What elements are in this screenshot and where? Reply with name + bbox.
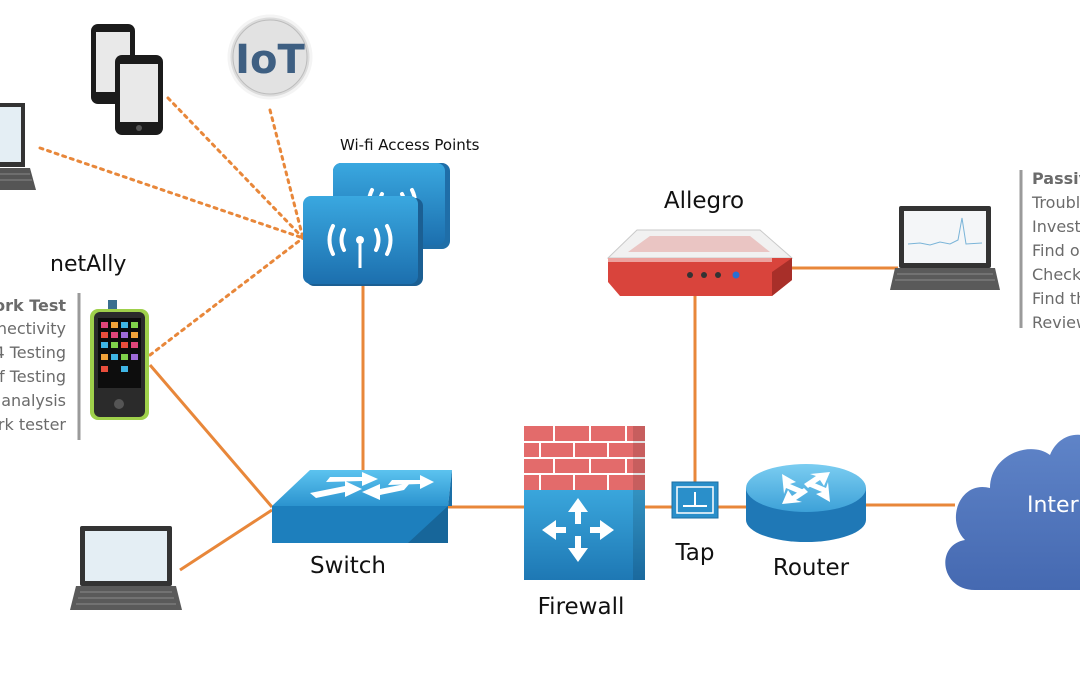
- left-panel-item: f Testing: [0, 367, 66, 386]
- wireless-link-iot: [268, 108, 305, 240]
- switch-icon: [272, 470, 452, 543]
- cloud-icon: [945, 434, 1080, 590]
- wireless-link-laptop: [38, 146, 305, 240]
- internet-label: Inter: [1027, 493, 1080, 518]
- laptop-icon: [0, 103, 36, 190]
- network-tester-icon: [90, 300, 149, 420]
- smartphone-icon: [115, 55, 163, 135]
- laptop-icon: [890, 206, 1000, 290]
- iot-label: IoT: [235, 37, 305, 83]
- access-point-icon: [303, 196, 423, 286]
- right-panel-title: Passiv: [1032, 169, 1080, 188]
- right-panel-item: Find th: [1032, 289, 1080, 308]
- allegro-appliance-icon: [606, 229, 794, 296]
- left-panel-item: 4 Testing: [0, 343, 66, 362]
- right-panel-item: Check: [1032, 265, 1080, 284]
- tap-icon: [671, 481, 719, 519]
- dotted-wireless-links: [38, 96, 305, 357]
- netally-label: netAlly: [50, 252, 126, 277]
- router-label: Router: [773, 555, 850, 581]
- wireless-link-phones: [166, 96, 305, 240]
- allegro-label: Allegro: [664, 188, 744, 214]
- right-panel-item: Find o: [1032, 241, 1080, 260]
- wifi-access-points-label: Wi-fi Access Points: [340, 136, 480, 154]
- right-panel-item: Review: [1032, 313, 1080, 332]
- left-panel-item: rk tester: [0, 415, 66, 434]
- link-netally-switch: [148, 364, 274, 508]
- wired-links: [148, 266, 955, 572]
- iot-icon: IoT: [227, 14, 313, 100]
- firewall-icon: [524, 426, 645, 580]
- tap-label: Tap: [675, 540, 715, 566]
- right-panel-item: Troubl: [1031, 193, 1080, 212]
- right-panel-item: Invest: [1032, 217, 1080, 236]
- left-panel-title: work Test: [0, 296, 66, 315]
- left-panel-item: analysis: [1, 391, 66, 410]
- link-laptop-switch: [179, 508, 273, 572]
- switch-label: Switch: [310, 553, 386, 579]
- wireless-link-netally: [148, 236, 305, 357]
- firewall-label: Firewall: [538, 594, 625, 620]
- left-panel-item: nectivity: [0, 319, 66, 338]
- laptop-icon: [70, 526, 182, 610]
- router-icon: [746, 464, 866, 542]
